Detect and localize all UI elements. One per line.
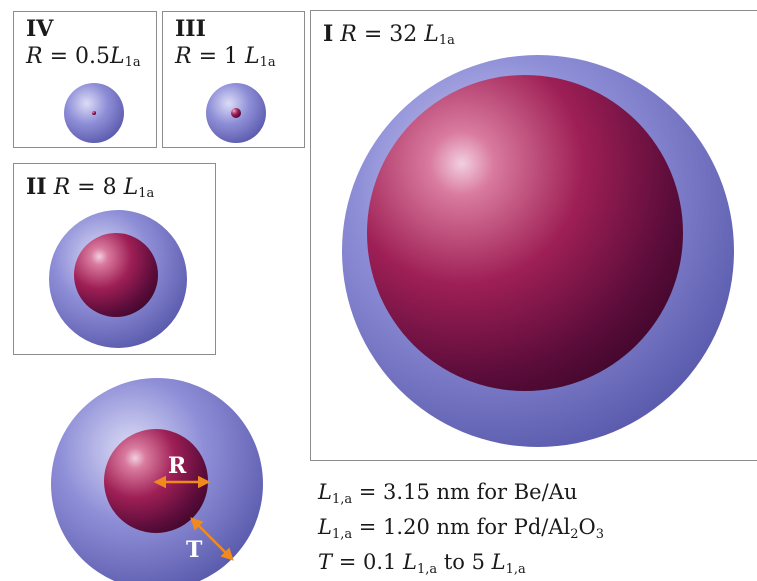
legend-line-3: T = 0.1 L1,a to 5 L1,a (318, 550, 526, 577)
thickness-arrow (190, 517, 234, 561)
panel-iii-title: III (175, 16, 206, 42)
panel-iv-title: IV (26, 16, 54, 42)
legend-line-1: L1,a = 3.15 nm for Be/Au (318, 480, 578, 507)
panel-ii-sphere (49, 210, 187, 348)
schematic-sphere: R T (51, 378, 263, 581)
panel-iii-sphere (206, 83, 266, 143)
thickness-label: T (186, 537, 203, 563)
panel-ii-core (74, 233, 158, 317)
panel-iv-sphere (64, 83, 124, 143)
panel-iv-radius-label: R = 0.5L1a (26, 44, 141, 70)
panel-iii: III R = 1 L1a (162, 11, 305, 148)
panel-ii: II R = 8 L1a (13, 163, 216, 355)
panel-i-core (367, 75, 683, 391)
panel-i-sphere (342, 55, 734, 447)
panel-i-radius-label: I R = 32 L1a (323, 21, 455, 48)
panel-iii-core (231, 108, 241, 118)
panel-iv: IV R = 0.5L1a (13, 11, 157, 148)
legend-line-2: L1,a = 1.20 nm for Pd/Al2O3 (318, 515, 605, 542)
panel-iv-core (92, 111, 96, 115)
panel-iii-radius-label: R = 1 L1a (175, 44, 276, 70)
panel-i: I R = 32 L1a (310, 10, 757, 461)
panel-ii-radius-label: II R = 8 L1a (26, 174, 155, 201)
radius-label: R (168, 453, 187, 479)
